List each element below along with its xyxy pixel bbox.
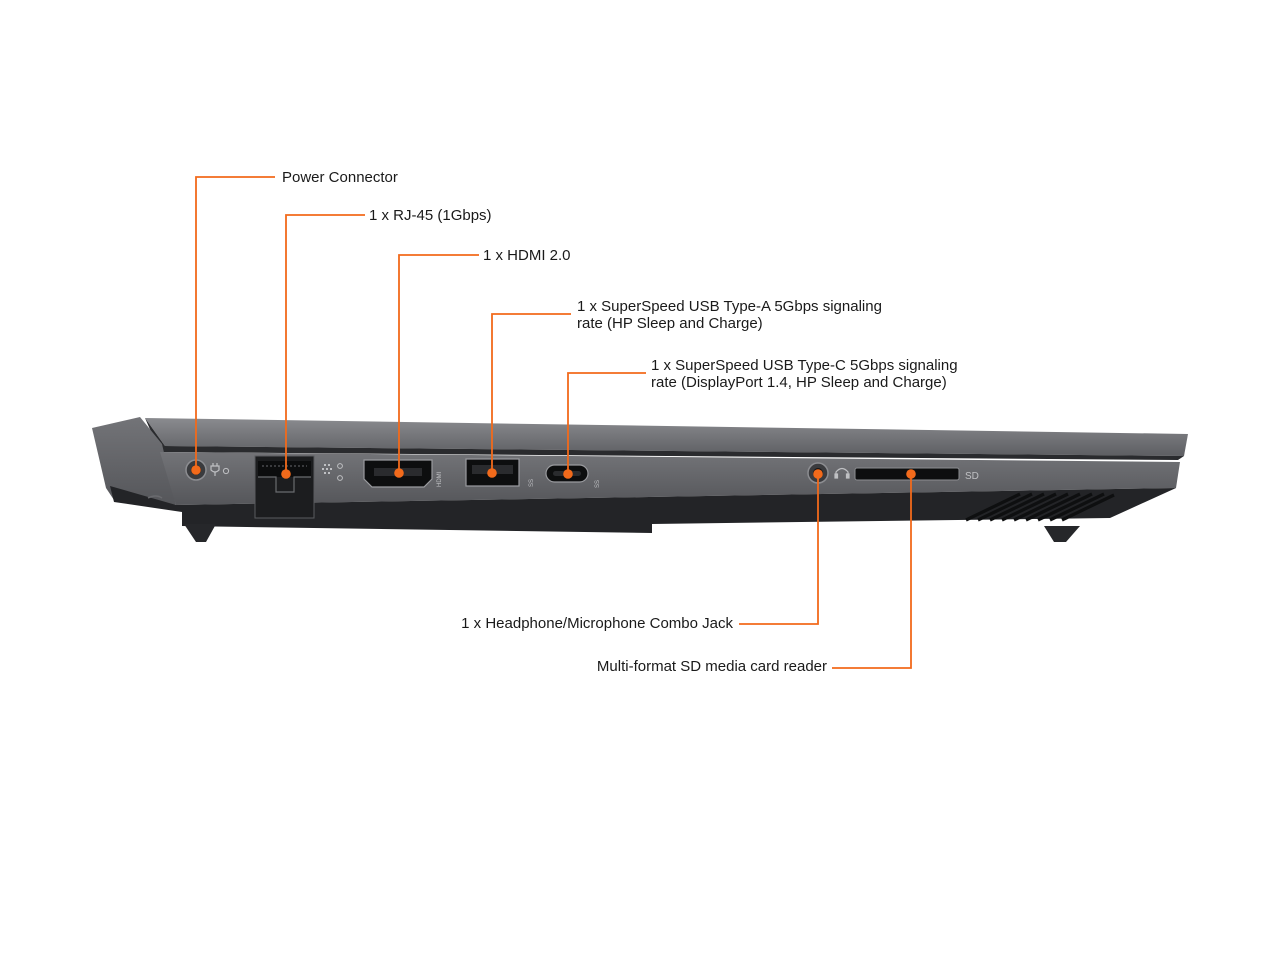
callout-line-sd <box>832 474 912 669</box>
callout-dot-usb-a <box>487 468 497 478</box>
label-rj45: 1 x RJ-45 (1Gbps) <box>369 207 492 224</box>
sd-marking: SD <box>965 471 979 482</box>
label-usb-c-line-2: rate (DisplayPort 1.4, HP Sleep and Char… <box>651 374 947 391</box>
callout-line-usb-a <box>491 313 571 473</box>
callout-line-hdmi <box>398 254 479 473</box>
label-usb-c-line-1: 1 x SuperSpeed USB Type-C 5Gbps signalin… <box>651 357 958 374</box>
callout-dot-audio <box>813 469 823 479</box>
label-audio-jack: 1 x Headphone/Microphone Combo Jack <box>461 615 733 632</box>
callout-dot-power <box>191 465 201 475</box>
label-usb-c: 1 x SuperSpeed USB Type-C 5Gbps signalin… <box>651 357 958 391</box>
callout-line-audio <box>739 474 819 625</box>
label-rj45-line-1: 1 x RJ-45 (1Gbps) <box>369 207 492 224</box>
label-hdmi-line-1: 1 x HDMI 2.0 <box>483 247 571 264</box>
callout-line-power <box>195 176 275 470</box>
rj45-port <box>254 455 315 519</box>
callout-dot-sd <box>906 469 916 479</box>
label-power-connector: Power Connector <box>282 169 398 186</box>
label-sd-reader: Multi-format SD media card reader <box>597 658 827 675</box>
usb-a-marking: SS <box>529 479 535 487</box>
label-audio-line-1: 1 x Headphone/Microphone Combo Jack <box>461 615 733 632</box>
power-plug-icon <box>210 463 220 476</box>
usb-c-marking: SS <box>595 480 601 488</box>
network-led-2 <box>337 475 343 481</box>
hdmi-marking: HDMI <box>437 471 443 487</box>
callout-dot-rj45 <box>281 469 291 479</box>
headset-icon <box>834 467 850 479</box>
callout-dot-hdmi <box>394 468 404 478</box>
power-led <box>222 467 230 475</box>
label-usb-a: 1 x SuperSpeed USB Type-A 5Gbps signalin… <box>577 298 882 332</box>
callout-dots <box>191 465 916 479</box>
network-led-1 <box>337 463 343 469</box>
label-usb-a-line-1: 1 x SuperSpeed USB Type-A 5Gbps signalin… <box>577 298 882 315</box>
callout-lines <box>195 176 912 669</box>
label-hdmi: 1 x HDMI 2.0 <box>483 247 571 264</box>
network-icon <box>322 464 332 474</box>
callout-dot-usb-c <box>563 469 573 479</box>
label-power-line-1: Power Connector <box>282 169 398 186</box>
vent-grille <box>965 492 1115 522</box>
label-sd-line-1: Multi-format SD media card reader <box>596 658 827 675</box>
label-usb-a-line-2: rate (HP Sleep and Charge) <box>577 315 763 332</box>
callout-line-usb-c <box>567 372 646 474</box>
callout-line-rj45 <box>285 214 365 474</box>
